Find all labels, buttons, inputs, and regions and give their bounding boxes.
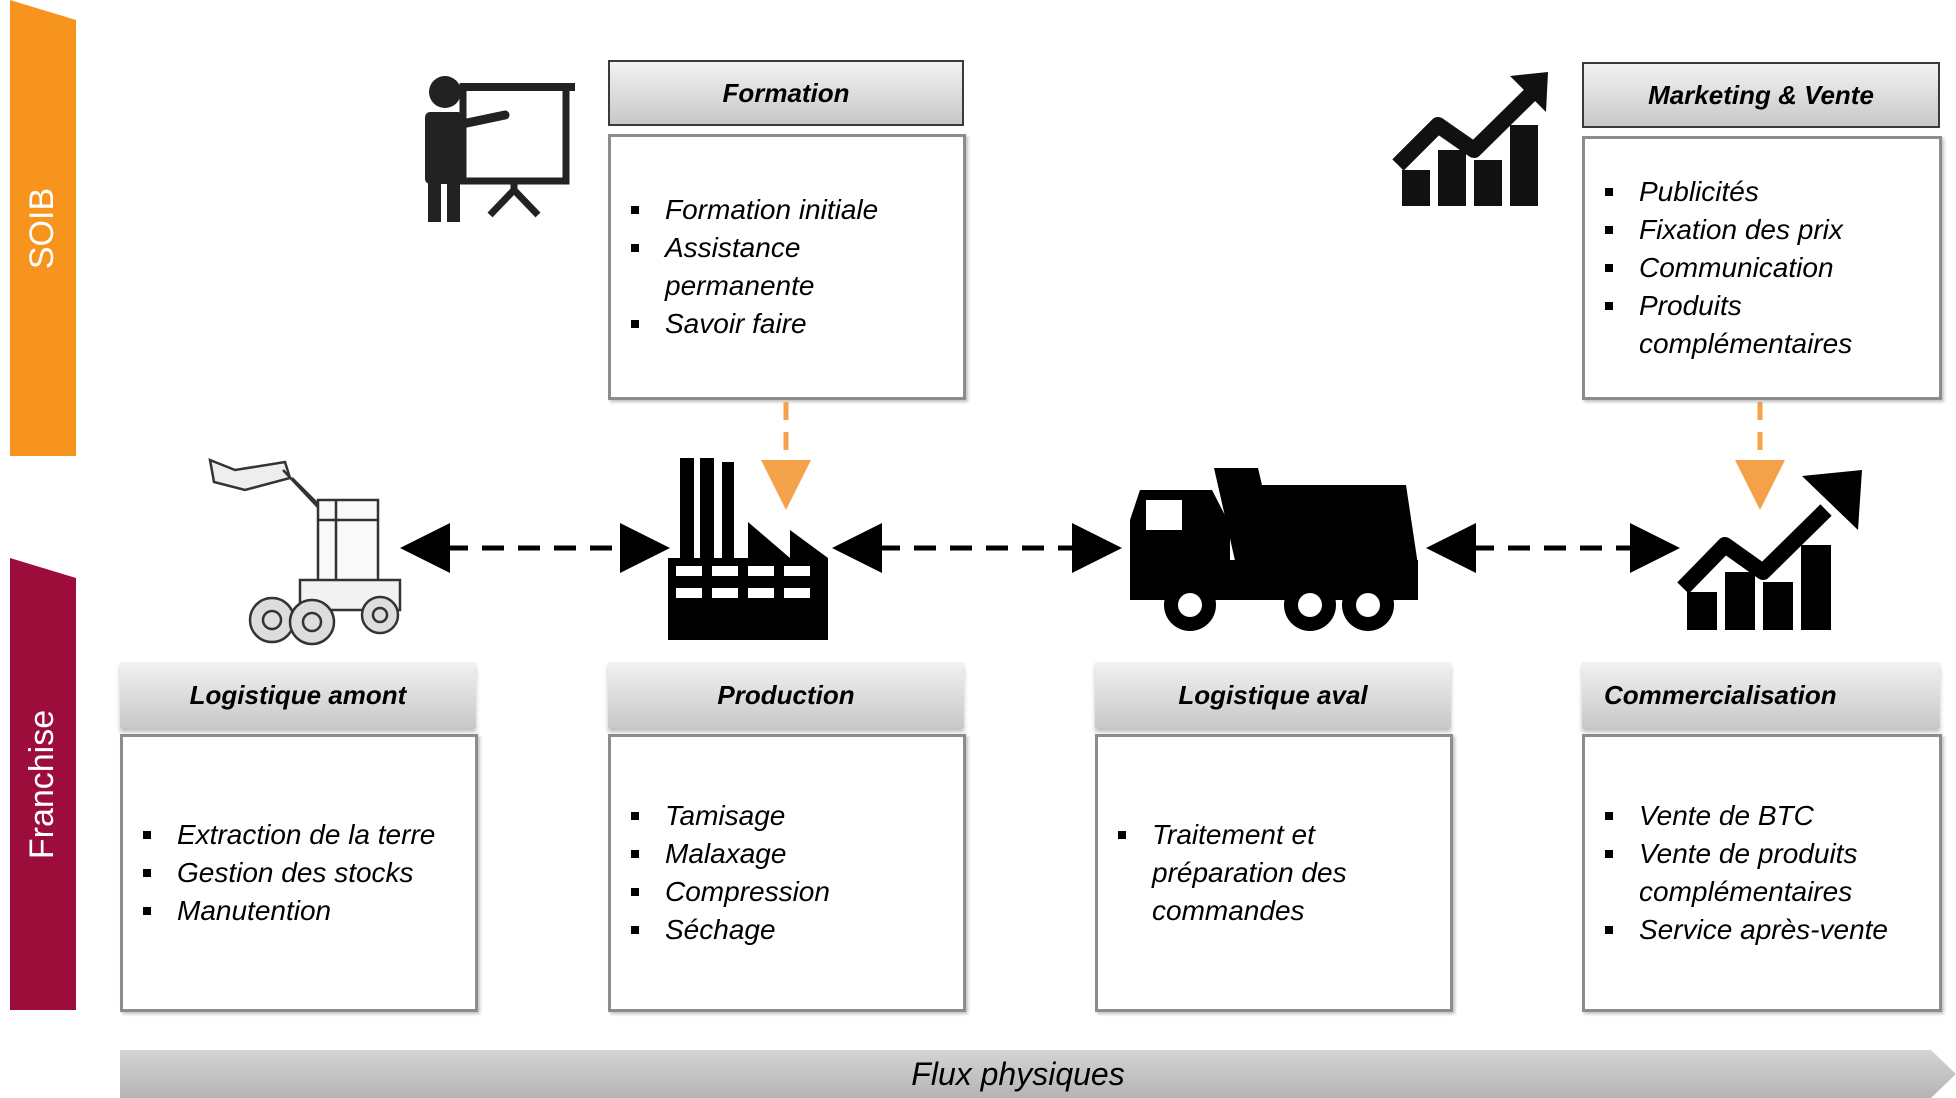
loader-icon — [208, 458, 402, 646]
formation-title: Formation — [722, 77, 850, 108]
flux-physiques-label: Flux physiques — [911, 1055, 1125, 1092]
marketing-title: Marketing & Vente — [1648, 79, 1874, 110]
list-item: Malaxage — [611, 835, 953, 873]
list-item: Vente de produits complémentaires — [1585, 835, 1929, 911]
flux-physiques-arrow: Flux physiques — [120, 1050, 1956, 1098]
list-item: Séchage — [611, 911, 953, 949]
growth-chart-icon — [1677, 470, 1862, 630]
logistique-amont-header: Logistique amont — [120, 662, 476, 728]
presentation-icon — [425, 76, 575, 222]
dump-truck-icon — [1130, 468, 1418, 631]
formation-box: Formation initiale Assistance permanente… — [608, 134, 966, 400]
commercialisation-box: Vente de BTC Vente de produits complémen… — [1582, 734, 1942, 1012]
production-header: Production — [608, 662, 964, 728]
production-title: Production — [717, 679, 855, 710]
soib-band: SOIB — [10, 0, 76, 456]
list-item: Service après-vente — [1585, 911, 1929, 949]
list-item: Traitement et préparation des commandes — [1098, 816, 1372, 930]
factory-icon — [668, 458, 828, 640]
list-item: Formation initiale — [611, 191, 953, 229]
commercialisation-title: Commercialisation — [1604, 679, 1837, 710]
list-item: Manutention — [123, 892, 465, 930]
growth-chart-icon — [1392, 72, 1548, 206]
list-item: Gestion des stocks — [123, 854, 465, 892]
production-box: Tamisage Malaxage Compression Séchage — [608, 734, 966, 1012]
logistique-amont-box: Extraction de la terre Gestion des stock… — [120, 734, 478, 1012]
list-item: Assistance permanente — [611, 229, 953, 305]
logistique-aval-box: Traitement et préparation des commandes — [1095, 734, 1453, 1012]
logistique-amont-title: Logistique amont — [189, 679, 407, 710]
franchise-band: Franchise — [10, 558, 76, 1010]
list-item: Savoir faire — [611, 305, 953, 343]
formation-header: Formation — [608, 60, 964, 126]
logistique-aval-title: Logistique aval — [1178, 679, 1368, 710]
list-item: Compression — [611, 873, 953, 911]
list-item: Communication — [1585, 249, 1929, 287]
list-item: Tamisage — [611, 797, 953, 835]
list-item: Vente de BTC — [1585, 797, 1929, 835]
list-item: Extraction de la terre — [123, 816, 465, 854]
marketing-box: Publicités Fixation des prix Communicati… — [1582, 136, 1942, 400]
marketing-header: Marketing & Vente — [1582, 62, 1940, 128]
list-item: Produits complémentaires — [1585, 287, 1929, 363]
list-item: Publicités — [1585, 173, 1929, 211]
logistique-aval-header: Logistique aval — [1095, 662, 1451, 728]
commercialisation-header: Commercialisation — [1582, 662, 1940, 728]
list-item: Fixation des prix — [1585, 211, 1929, 249]
